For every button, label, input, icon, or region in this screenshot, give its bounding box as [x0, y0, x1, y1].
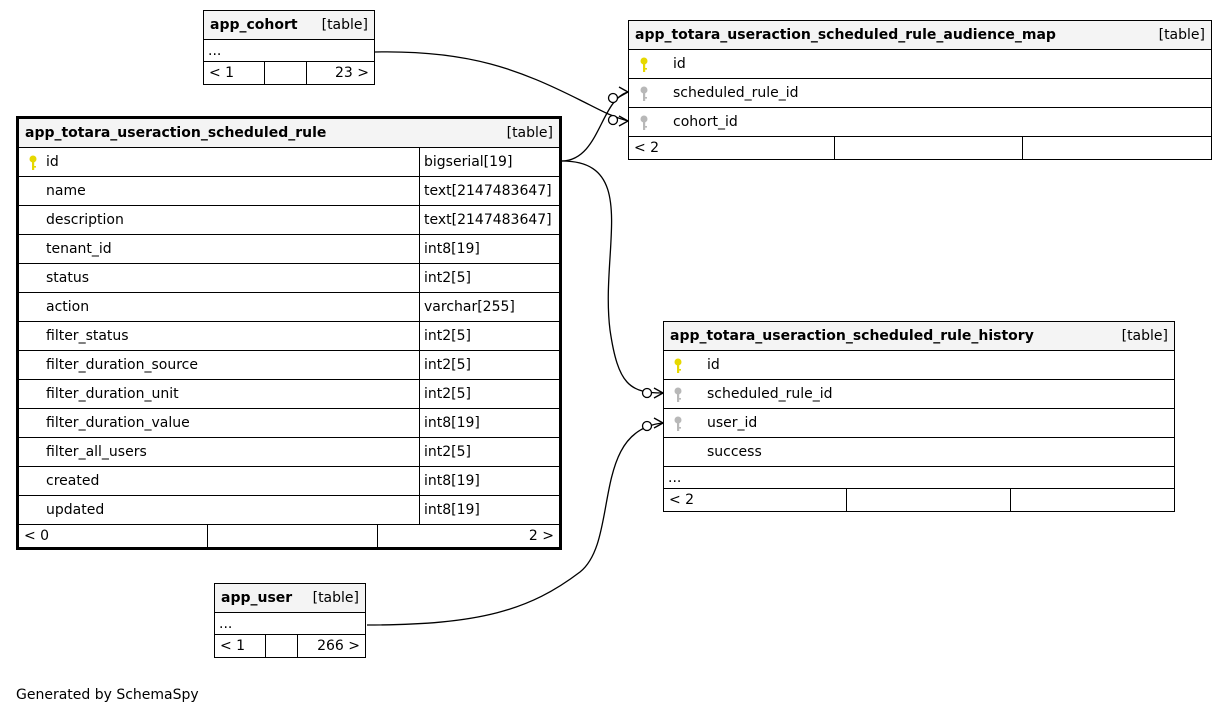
foreign-key-icon [640, 86, 648, 101]
column-name: user_id [707, 415, 758, 431]
column-name: filter_duration_source [46, 357, 198, 373]
parent-count: < 1 [209, 65, 235, 81]
column-row: id [629, 50, 1211, 79]
table-footer: < 1 266 > [215, 635, 365, 657]
column-name: filter_duration_unit [46, 386, 179, 402]
column-name: filter_duration_value [46, 415, 190, 431]
link-rule-audience-map [561, 91, 629, 162]
column-row: tenant_id int8[19] [19, 235, 559, 264]
column-row: scheduled_rule_id [664, 380, 1174, 409]
column-row: success [664, 438, 1174, 467]
table-app-cohort[interactable]: app_cohort [table] ... < 1 23 > [203, 10, 375, 85]
column-name: filter_all_users [46, 444, 147, 460]
table-history[interactable]: app_totara_useraction_scheduled_rule_his… [663, 321, 1175, 512]
column-row: filter_duration_source int2[5] [19, 351, 559, 380]
parent-count: < 0 [24, 528, 50, 544]
column-row: user_id [664, 409, 1174, 438]
primary-key-icon [640, 57, 648, 72]
foreign-key-icon [640, 115, 648, 130]
column-name: name [46, 183, 86, 199]
ellipsis-row: ... [204, 40, 374, 62]
column-name: success [707, 444, 762, 460]
column-name: tenant_id [46, 241, 112, 257]
column-row: filter_duration_unit int2[5] [19, 380, 559, 409]
column-name: id [707, 357, 720, 373]
column-name: scheduled_rule_id [673, 85, 799, 101]
table-name: app_cohort [210, 17, 298, 33]
table-footer: < 2 [664, 489, 1174, 511]
column-name: action [46, 299, 90, 315]
column-type: int2[5] [419, 351, 559, 379]
column-row: cohort_id [629, 108, 1211, 137]
column-type: int2[5] [419, 264, 559, 292]
table-name: app_totara_useraction_scheduled_rule_aud… [635, 27, 1056, 43]
parent-count: < 2 [669, 492, 695, 508]
table-audience-map[interactable]: app_totara_useraction_scheduled_rule_aud… [628, 20, 1212, 160]
column-type: int2[5] [419, 380, 559, 408]
column-name: cohort_id [673, 114, 738, 130]
column-type: int2[5] [419, 322, 559, 350]
table-scheduled-rule[interactable]: app_totara_useraction_scheduled_rule [tab… [16, 116, 562, 550]
column-row: description text[2147483647] [19, 206, 559, 235]
table-kind: [table] [506, 125, 553, 141]
foreign-key-icon [674, 387, 682, 402]
table-footer: < 2 [629, 137, 1211, 159]
table-kind: [table] [321, 17, 368, 33]
column-row: name text[2147483647] [19, 177, 559, 206]
column-row: updated int8[19] [19, 496, 559, 525]
column-type: int2[5] [419, 438, 559, 466]
column-row: filter_all_users int2[5] [19, 438, 559, 467]
link-rule-history [561, 160, 664, 394]
column-type: int8[19] [419, 409, 559, 437]
column-name: updated [46, 502, 105, 518]
column-row: filter_status int2[5] [19, 322, 559, 351]
column-type: varchar[255] [419, 293, 559, 321]
column-type: int8[19] [419, 467, 559, 495]
table-name: app_totara_useraction_scheduled_rule_his… [670, 328, 1034, 344]
column-name: scheduled_rule_id [707, 386, 833, 402]
column-row: action varchar[255] [19, 293, 559, 322]
child-count: 2 > [377, 525, 559, 547]
column-row: id bigserial[19] [19, 148, 559, 177]
column-name: status [46, 270, 90, 286]
column-type: text[2147483647] [419, 177, 559, 205]
column-row: filter_duration_value int8[19] [19, 409, 559, 438]
column-name: filter_status [46, 328, 129, 344]
table-footer: < 1 23 > [204, 62, 374, 84]
parent-count: < 1 [220, 638, 246, 654]
primary-key-icon [674, 358, 682, 373]
table-name: app_user [221, 590, 293, 606]
column-type: text[2147483647] [419, 206, 559, 234]
column-row: id [664, 351, 1174, 380]
child-count: 266 > [297, 635, 365, 657]
table-name: app_totara_useraction_scheduled_rule [25, 125, 327, 141]
link-cohort-audience-map [374, 51, 629, 122]
column-name: created [46, 473, 100, 489]
table-kind: [table] [312, 590, 359, 606]
column-row: scheduled_rule_id [629, 79, 1211, 108]
primary-key-icon [29, 155, 37, 170]
table-footer: < 0 2 > [19, 525, 559, 547]
column-name: description [46, 212, 124, 228]
column-row: status int2[5] [19, 264, 559, 293]
parent-count: < 2 [634, 140, 660, 156]
column-name: id [46, 154, 59, 170]
foreign-key-icon [674, 416, 682, 431]
table-kind: [table] [1158, 27, 1205, 43]
link-user-history [366, 422, 664, 626]
child-count: 23 > [306, 62, 374, 84]
column-row: created int8[19] [19, 467, 559, 496]
column-type: int8[19] [419, 496, 559, 524]
column-type: bigserial[19] [419, 148, 559, 176]
column-type: int8[19] [419, 235, 559, 263]
ellipsis-row: ... [215, 613, 365, 635]
generated-by-caption: Generated by SchemaSpy [16, 687, 199, 703]
table-app-user[interactable]: app_user [table] ... < 1 266 > [214, 583, 366, 658]
table-kind: [table] [1121, 328, 1168, 344]
column-name: id [673, 56, 686, 72]
ellipsis-row: ... [664, 467, 1174, 489]
